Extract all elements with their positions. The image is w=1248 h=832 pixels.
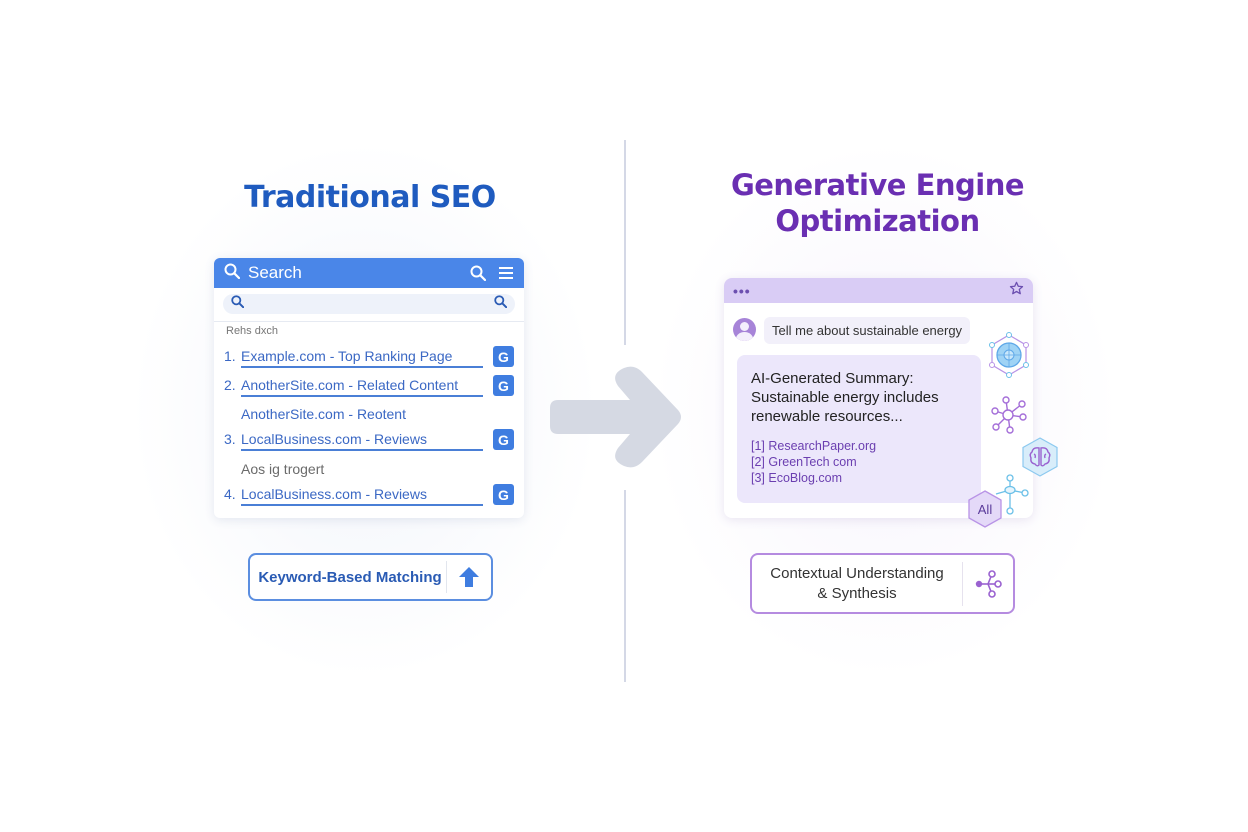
result-link[interactable]: LocalBusiness.com - Reviews (241, 431, 483, 451)
result-snippet: AnotherSite.com - Reotent (241, 406, 406, 422)
result-link[interactable]: LocalBusiness.com - Reviews (241, 486, 483, 506)
search-result-1[interactable]: 1. Example.com - Top Ranking Page G (224, 346, 514, 370)
molecule-network-icon (990, 395, 1028, 440)
citation-list: [1] ResearchPaper.org [2] GreenTech com … (751, 438, 967, 486)
search-icon (224, 263, 241, 284)
search-bar-label: Search (248, 263, 302, 282)
result-number: 3. (224, 431, 236, 447)
user-prompt-bubble: Tell me about sustainable energy (764, 317, 971, 344)
summary-line-3: renewable resources... (751, 408, 903, 425)
summary-line-1: AI-Generated Summary: (751, 370, 914, 387)
transition-arrow-icon (548, 362, 688, 477)
button-separator (446, 561, 447, 593)
globe-network-icon (986, 332, 1032, 383)
search-separator (214, 321, 524, 322)
google-badge-icon: G (493, 375, 514, 396)
sparkle-star-icon[interactable] (1009, 281, 1024, 301)
arrow-up-icon (447, 566, 491, 588)
citation-2[interactable]: [2] GreenTech com (751, 455, 857, 469)
search-button-icon[interactable] (470, 265, 486, 281)
svg-text:All: All (978, 502, 993, 517)
contextual-understanding-button[interactable]: Contextual Understanding & Synthesis (750, 553, 1015, 614)
geo-title-line1: Generative Engine (730, 168, 1025, 202)
ai-badge-icon: All (968, 490, 1002, 533)
result-link[interactable]: AnotherSite.com - Related Content (241, 377, 483, 397)
search-result-4[interactable]: 4. LocalBusiness.com - Reviews G (224, 484, 514, 508)
google-badge-icon: G (493, 484, 514, 505)
contextual-button-line1: Contextual Understanding (770, 564, 944, 582)
brain-hexagon-icon (1022, 437, 1058, 482)
button-separator (962, 561, 963, 606)
search-result-2[interactable]: 2. AnotherSite.com - Related Content G (224, 375, 514, 399)
google-badge-icon: G (493, 346, 514, 367)
chat-header: ••• (724, 278, 1033, 303)
result-snippet: Aos ig trogert (241, 461, 325, 477)
geo-title-line2: Optimization (775, 204, 980, 238)
citation-1[interactable]: [1] ResearchPaper.org (751, 439, 877, 453)
citation-3[interactable]: [3] EcoBlog.com (751, 471, 843, 485)
keyword-based-matching-button[interactable]: Keyword-Based Matching (248, 553, 493, 601)
search-input-icon (231, 295, 245, 313)
hamburger-menu-icon[interactable] (498, 266, 514, 280)
geo-title: Generative Engine Optimization (700, 167, 1055, 239)
search-header-bar: Search (214, 258, 524, 288)
traditional-seo-title: Traditional SEO (244, 180, 496, 215)
share-network-icon (963, 569, 1013, 599)
divider-bottom (624, 490, 626, 682)
keyword-button-label: Keyword-Based Matching (258, 568, 442, 586)
search-input[interactable] (223, 294, 515, 314)
more-options-icon[interactable]: ••• (733, 282, 751, 299)
ai-chat-card: ••• Tell me about sustainable energy AI-… (724, 278, 1033, 518)
contextual-button-label: Contextual Understanding & Synthesis (752, 564, 962, 604)
search-result-3[interactable]: 3. LocalBusiness.com - Reviews G (224, 429, 514, 453)
divider-top (624, 140, 626, 345)
search-results-card: Search Rehs dxch 1. Example.com - Top Ra… (214, 258, 524, 518)
user-avatar (733, 318, 756, 341)
result-number: 1. (224, 348, 236, 364)
branch-network-icon (994, 474, 1030, 521)
summary-line-2: Sustainable energy includes (751, 389, 939, 406)
results-label: Rehs dxch (226, 325, 278, 337)
result-number: 4. (224, 486, 236, 502)
ai-summary-box: AI-Generated Summary: Sustainable energy… (737, 355, 981, 503)
search-submit-icon[interactable] (494, 295, 508, 313)
result-number: 2. (224, 377, 236, 393)
result-link[interactable]: Example.com - Top Ranking Page (241, 348, 483, 368)
google-badge-icon: G (493, 429, 514, 450)
contextual-button-line2: & Synthesis (817, 584, 897, 602)
